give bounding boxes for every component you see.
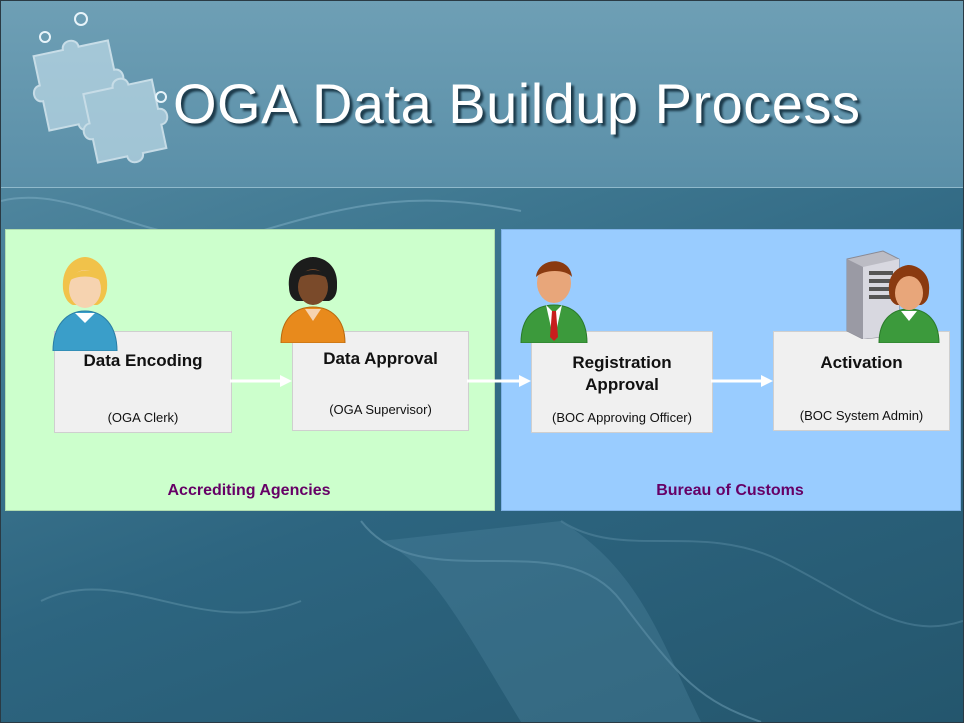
arrow-icon (467, 375, 531, 387)
puzzle-logo-icon (32, 12, 169, 164)
group-label-bureau-of-customs: Bureau of Customs (656, 482, 804, 499)
step-activation: Activation (BOC System Admin) (773, 331, 950, 431)
supervisor-user-icon (280, 257, 346, 343)
step-role: (OGA Supervisor) (329, 402, 432, 417)
header-band (1, 1, 963, 188)
arrow-icon (230, 375, 292, 387)
step-title: Activation (820, 353, 903, 372)
male-officer-icon (520, 261, 588, 343)
step-role: (OGA Clerk) (107, 410, 179, 425)
step-data-approval: Data Approval (OGA Supervisor) (292, 331, 469, 431)
step-role: (BOC Approving Officer) (552, 410, 692, 425)
server-icon (846, 250, 900, 339)
step-title: Registration Approval (572, 353, 672, 394)
step-data-encoding: Data Encoding (OGA Clerk) (54, 331, 232, 433)
female-user-icon (52, 257, 118, 351)
step-title: Data Approval (323, 349, 438, 368)
step-registration-approval: Registration Approval (BOC Approving Off… (531, 331, 713, 433)
slide-title: OGA Data Buildup Process (173, 72, 861, 135)
group-label-accrediting-agencies: Accrediting Agencies (167, 482, 331, 499)
admin-user-icon (878, 265, 940, 343)
arrow-icon (711, 375, 773, 387)
step-title: Data Encoding (83, 351, 203, 370)
step-role: (BOC System Admin) (799, 408, 924, 423)
